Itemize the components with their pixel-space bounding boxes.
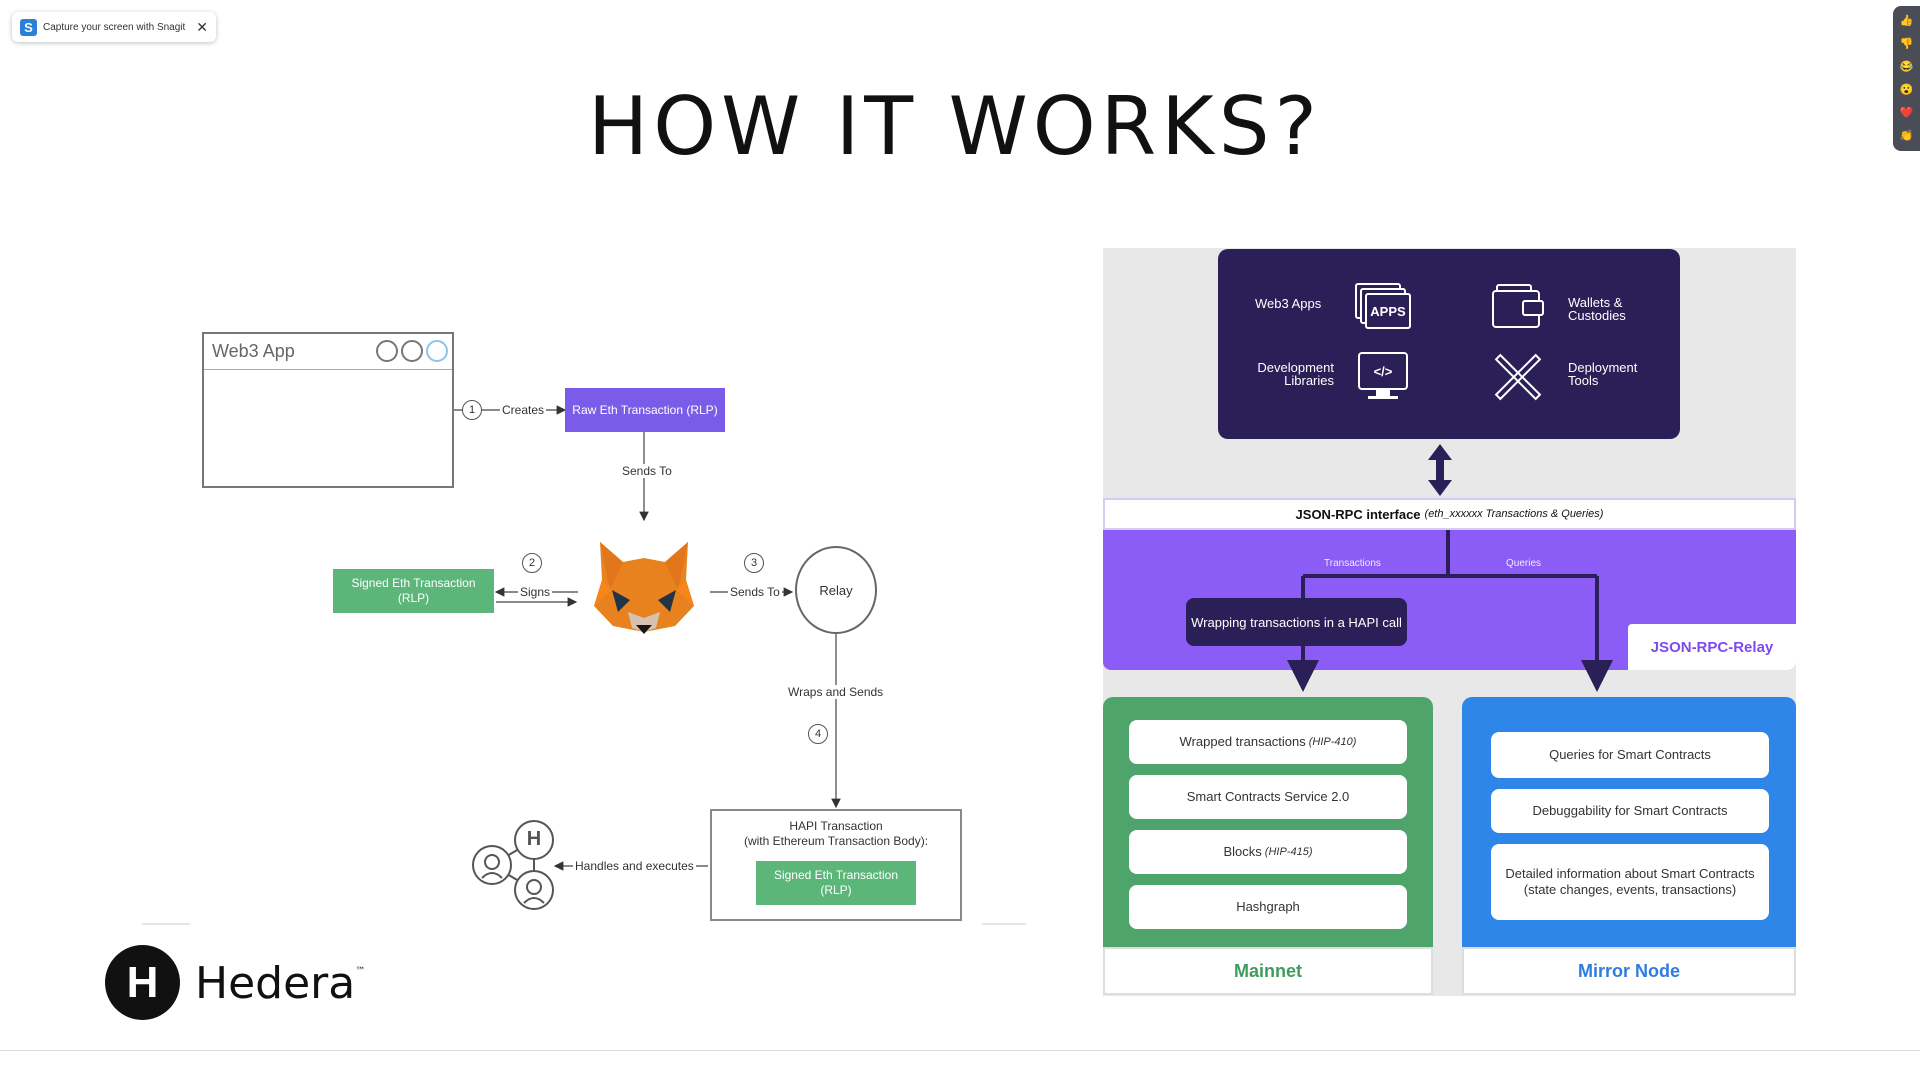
transactions-label: Transactions (1324, 558, 1381, 569)
code-monitor-icon: </> (1358, 352, 1408, 400)
step-1-badge: 1 (462, 400, 482, 420)
clients-box (1218, 249, 1680, 439)
card-text: Hashgraph (1236, 899, 1300, 914)
jsonrpc-interface-bar: JSON-RPC interface (eth_xxxxxx Transacti… (1103, 498, 1796, 530)
development-libraries-label: Development Libraries (1257, 360, 1334, 388)
snagit-notification[interactable]: S Capture your screen with Snagit ✕ (12, 12, 216, 42)
card-note: (HIP-415) (1264, 846, 1313, 858)
relay-node: Relay (795, 546, 877, 634)
relay-routing-lines (1287, 530, 1613, 692)
sends-to-label: Sends To (728, 585, 782, 599)
surprised-icon[interactable]: 😮 (1899, 84, 1914, 96)
queries-label: Queries (1506, 558, 1542, 569)
hapi-title-line-2: (with Ethereum Transaction Body): (743, 834, 929, 848)
jsonrpc-interface-label: JSON-RPC interface (1295, 506, 1421, 522)
mirror-node-label: Mirror Node (1462, 947, 1796, 995)
wraps-and-sends-label: Wraps and Sends (788, 685, 884, 699)
hapi-title: HAPI Transaction (with Ethereum Transact… (712, 819, 960, 849)
card-text: Smart Contracts Service 2.0 (1186, 789, 1350, 804)
card-text: Wrapped transactions (1179, 734, 1306, 749)
laugh-icon[interactable]: 😂 (1899, 61, 1914, 73)
mainnet-label: Mainnet (1103, 947, 1433, 995)
metamask-fox-icon (594, 542, 694, 634)
trademark: ™ (355, 966, 366, 977)
step-2-badge: 2 (522, 553, 542, 573)
jsonrpc-relay-tag: JSON-RPC-Relay (1628, 624, 1796, 670)
snagit-text: Capture your screen with Snagit (43, 21, 186, 33)
card-text: Blocks (1223, 844, 1262, 859)
circle-icon (401, 340, 423, 362)
hapi-signed-eth-transaction: Signed Eth Transaction (RLP) (756, 861, 916, 905)
bidirectional-arrow-icon (1428, 444, 1452, 496)
left-diagram-connectors (142, 405, 1026, 925)
web3-app-title: Web3 App (204, 334, 452, 370)
jsonrpc-interface-note: (eth_xxxxxx Transactions & Queries) (1424, 508, 1604, 520)
thumbs-down-icon[interactable]: 👎 (1899, 38, 1914, 50)
slide-title: HOW IT WORKS? (588, 80, 1322, 173)
mainnet-card: Smart Contracts Service 2.0 (1129, 775, 1407, 819)
circle-icon (376, 340, 398, 362)
wrapping-transactions-box: Wrapping transactions in a HAPI call (1186, 598, 1407, 646)
hapi-title-line-1: HAPI Transaction (789, 819, 883, 833)
card-note: (HIP-410) (1308, 736, 1357, 748)
hedera-name: Hedera (195, 958, 356, 1009)
mainnet-card: Wrapped transactions(HIP-410) (1129, 720, 1407, 764)
window-controls (376, 340, 448, 362)
hapi-transaction-box: HAPI Transaction (with Ethereum Transact… (710, 809, 962, 921)
mainnet-card: Hashgraph (1129, 885, 1407, 929)
mirror-card: Detailed information about Smart Contrac… (1491, 844, 1769, 920)
handles-and-executes-label: Handles and executes (573, 859, 696, 873)
circle-icon (426, 340, 448, 362)
mainnet-card: Blocks(HIP-415) (1129, 830, 1407, 874)
hedera-wordmark: Hedera™ (195, 958, 365, 1009)
thumbs-up-icon[interactable]: 👍 (1899, 15, 1914, 27)
hedera-nodes-icon (472, 820, 554, 910)
mirror-card: Debuggability for Smart Contracts (1491, 789, 1769, 833)
mirror-card: Queries for Smart Contracts (1491, 732, 1769, 778)
hedera-logo-icon: H (105, 945, 180, 1020)
step-4-badge: 4 (808, 724, 828, 744)
raw-eth-transaction-box: Raw Eth Transaction (RLP) (565, 388, 725, 432)
close-icon[interactable]: ✕ (196, 18, 208, 35)
apps-icon: APPS (1355, 283, 1411, 329)
bottom-divider (0, 1050, 1920, 1051)
step-3-badge: 3 (744, 553, 764, 573)
signs-label: Signs (518, 585, 553, 599)
wallet-icon (1492, 284, 1544, 328)
heart-icon[interactable]: ❤️ (1899, 107, 1914, 119)
sends-to-label: Sends To (622, 464, 672, 478)
hedera-h-glyph: H (526, 828, 542, 850)
tools-icon (1494, 352, 1542, 401)
creates-label: Creates (500, 403, 547, 417)
web3-app-window: Web3 App (202, 332, 454, 488)
snagit-logo-icon: S (20, 18, 37, 36)
deployment-tools-label: Deployment Tools (1568, 360, 1638, 388)
wallets-label: Wallets & Custodies (1568, 295, 1626, 323)
web3-apps-label: Web3 Apps (1255, 296, 1322, 311)
signed-eth-transaction-box: Signed Eth Transaction (RLP) (333, 569, 494, 613)
reactions-rail: 👍 👎 😂 😮 ❤️ 👏 (1893, 6, 1920, 151)
clap-icon[interactable]: 👏 (1899, 130, 1914, 142)
